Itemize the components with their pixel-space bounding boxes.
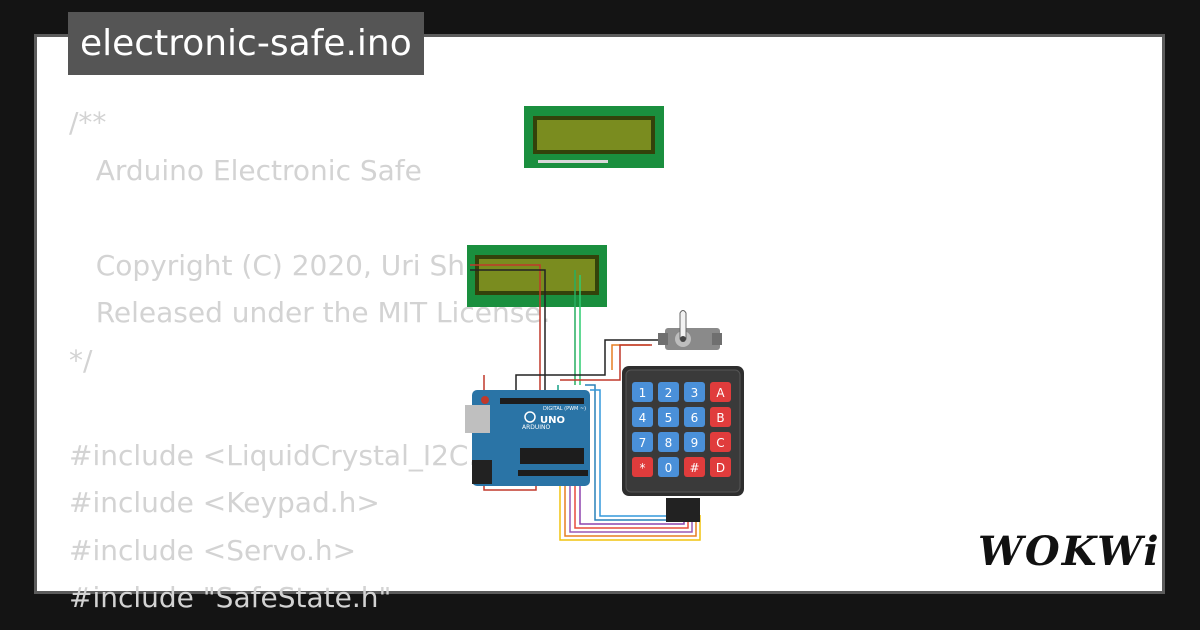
keypad-key[interactable]: 3 [684, 382, 705, 402]
keypad-key[interactable]: 6 [684, 407, 705, 427]
lcd-display-2 [467, 245, 607, 307]
keypad-key[interactable]: 0 [658, 457, 679, 477]
code-line: Copyright (C) 2020, Uri Sh [69, 248, 465, 282]
keypad-key-label: 9 [691, 436, 699, 450]
keypad-key-label: C [716, 436, 724, 450]
keypad-key[interactable]: C [710, 432, 731, 452]
file-title: electronic-safe.ino [68, 12, 424, 75]
keypad-key-label: B [716, 411, 724, 425]
keypad-key[interactable]: # [684, 457, 705, 477]
keypad-key[interactable]: 1 [632, 382, 653, 402]
code-line: #include <Servo.h> [69, 533, 357, 567]
keypad-key[interactable]: 7 [632, 432, 653, 452]
keypad-key[interactable]: B [710, 407, 731, 427]
keypad-key-label: 8 [665, 436, 673, 450]
code-line: Released under the MIT License. [69, 296, 551, 329]
code-line: #include <LiquidCrystal_I2C.h> [69, 438, 519, 472]
keypad-key-label: A [716, 386, 725, 400]
keypad-4x4: 1 2 3 A 4 5 6 B 7 8 9 C * 0 # D [622, 366, 744, 522]
code-line: #include "SafeState.h" [69, 581, 392, 614]
keypad-key[interactable]: 2 [658, 382, 679, 402]
keypad-key[interactable]: * [632, 457, 653, 477]
keypad-key[interactable]: A [710, 382, 731, 402]
keypad-key-label: 5 [665, 411, 673, 425]
board-model: UNO [540, 415, 565, 426]
keypad-key[interactable]: 8 [658, 432, 679, 452]
keypad-key[interactable]: D [710, 457, 731, 477]
board-brand: ARDUINO [522, 424, 551, 431]
code-preview: /** Arduino Electronic Safe Copyright (C… [69, 99, 550, 622]
keypad-key-label: 4 [639, 411, 647, 425]
code-line: Arduino Electronic Safe [69, 153, 422, 187]
code-line: */ [69, 343, 93, 377]
keypad-key-label: * [640, 461, 646, 475]
keypad-key[interactable]: 4 [632, 407, 653, 427]
servo-motor [658, 310, 722, 350]
keypad-key[interactable]: 9 [684, 432, 705, 452]
keypad-key-label: # [689, 461, 699, 475]
keypad-key-label: 2 [665, 386, 673, 400]
keypad-key-label: 0 [665, 461, 673, 475]
keypad-key-label: 1 [639, 386, 647, 400]
keypad-key[interactable]: 5 [658, 407, 679, 427]
lcd-display-1 [524, 106, 664, 168]
keypad-key-label: 6 [691, 411, 699, 425]
board-header-label: DIGITAL (PWM ~) [543, 406, 586, 412]
arduino-uno-board: DIGITAL (PWM ~) UNO ARDUINO [465, 390, 590, 486]
keypad-key-label: D [716, 461, 725, 475]
code-line: /** [69, 106, 107, 139]
keypad-key-label: 3 [691, 386, 699, 400]
wokwi-logo: WOKWi [978, 528, 1161, 575]
code-line: #include <Keypad.h> [69, 486, 380, 519]
keypad-key-label: 7 [639, 436, 647, 450]
